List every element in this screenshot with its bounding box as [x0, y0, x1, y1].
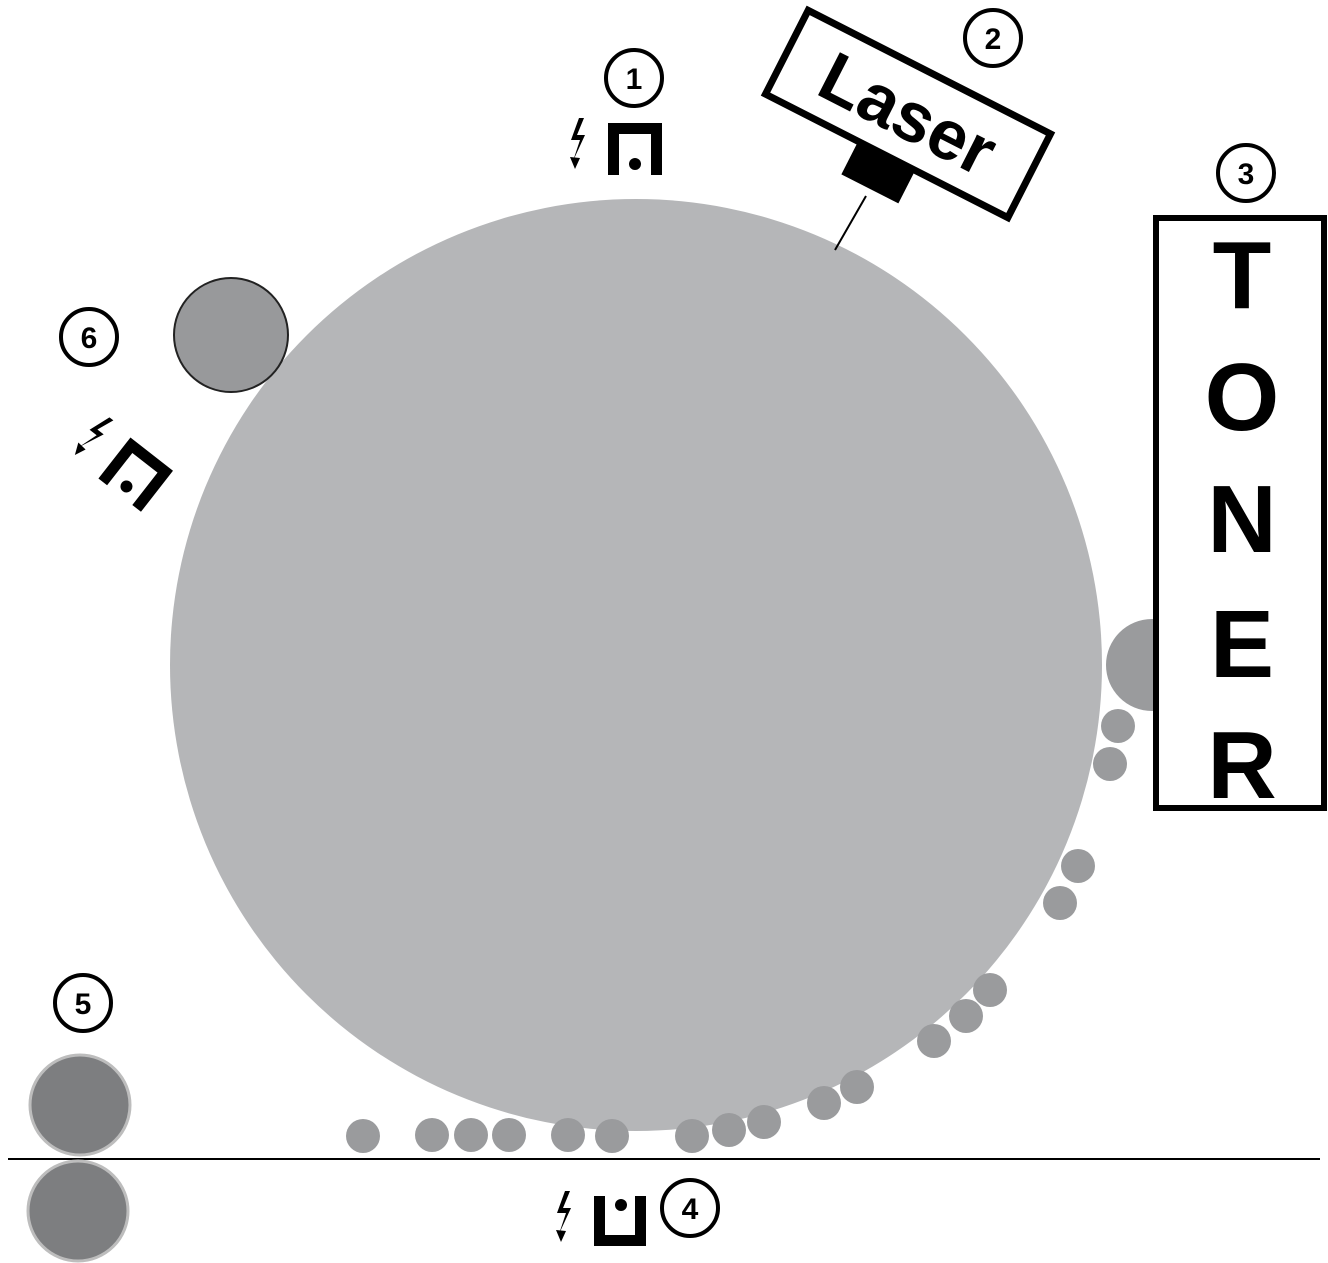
toner-particle [1061, 849, 1095, 883]
toner-particle [807, 1086, 841, 1120]
toner-particle [712, 1113, 746, 1147]
toner-letter-e: E [1210, 591, 1274, 698]
step-6-number: 6 [81, 322, 98, 355]
step-1-number: 1 [626, 63, 643, 96]
toner-particle [595, 1119, 629, 1153]
toner-box: T O N E R [1153, 215, 1327, 819]
toner-letter-r: R [1207, 712, 1276, 819]
photoconductor-drum [170, 199, 1102, 1131]
toner-particle [1093, 747, 1127, 781]
toner-particle [949, 999, 983, 1033]
step-4-number: 4 [682, 1193, 699, 1226]
charge-bracket-icon [608, 123, 662, 175]
charge-icon [70, 411, 173, 512]
toner-particle [454, 1118, 488, 1152]
step-2-number: 2 [985, 23, 1002, 56]
toner-letter-o: O [1205, 344, 1280, 451]
step-5-number: 5 [75, 988, 92, 1021]
lightning-icon [570, 118, 585, 169]
step-4-marker: 4 [660, 1178, 720, 1238]
toner-particle [1101, 709, 1135, 743]
toner-particle [415, 1118, 449, 1152]
step-5-marker: 5 [53, 973, 113, 1033]
charge-dot-icon [615, 1199, 627, 1211]
numbered-circle-icon [53, 973, 113, 1033]
laser-box [760, 5, 1056, 223]
cleaning-roller [173, 277, 289, 393]
toner-particle [675, 1119, 709, 1153]
toner-particle [917, 1024, 951, 1058]
charge-icon [556, 1191, 646, 1246]
toner-box-frame [1153, 215, 1327, 811]
numbered-circle-icon [59, 307, 119, 367]
numbered-circle-icon [604, 48, 664, 108]
toner-particle [973, 973, 1007, 1007]
laser-unit: Laser [760, 5, 1056, 251]
toner-particle [551, 1118, 585, 1152]
toner-particle [840, 1070, 874, 1104]
toner-letter-t: T [1213, 222, 1272, 329]
charge-icon [570, 118, 662, 175]
toner-particle [492, 1118, 526, 1152]
toner-letter-n: N [1207, 466, 1276, 573]
step-2-marker: 2 [963, 8, 1023, 68]
charge-dot-icon [120, 480, 133, 493]
numbered-circle-icon [963, 8, 1023, 68]
charge-dot-icon [629, 158, 641, 170]
charge-bracket-icon [98, 437, 173, 512]
lightning-icon [556, 1191, 571, 1242]
step-6-marker: 6 [59, 307, 119, 367]
step-3-number: 3 [1238, 158, 1255, 191]
numbered-circle-icon [660, 1178, 720, 1238]
step-3-marker: 3 [1216, 143, 1276, 203]
toner-particles [346, 709, 1135, 1153]
toner-particle [346, 1119, 380, 1153]
lightning-icon [70, 411, 115, 462]
toner-particle [1043, 886, 1077, 920]
toner-particle [747, 1105, 781, 1139]
laser-beam-line [834, 195, 867, 251]
numbered-circle-icon [1216, 143, 1276, 203]
step-1-marker: 1 [604, 48, 664, 108]
charge-bracket-icon [594, 1196, 646, 1246]
fuser-roller-bottom [26, 1159, 130, 1263]
fuser-roller-top [28, 1053, 132, 1157]
